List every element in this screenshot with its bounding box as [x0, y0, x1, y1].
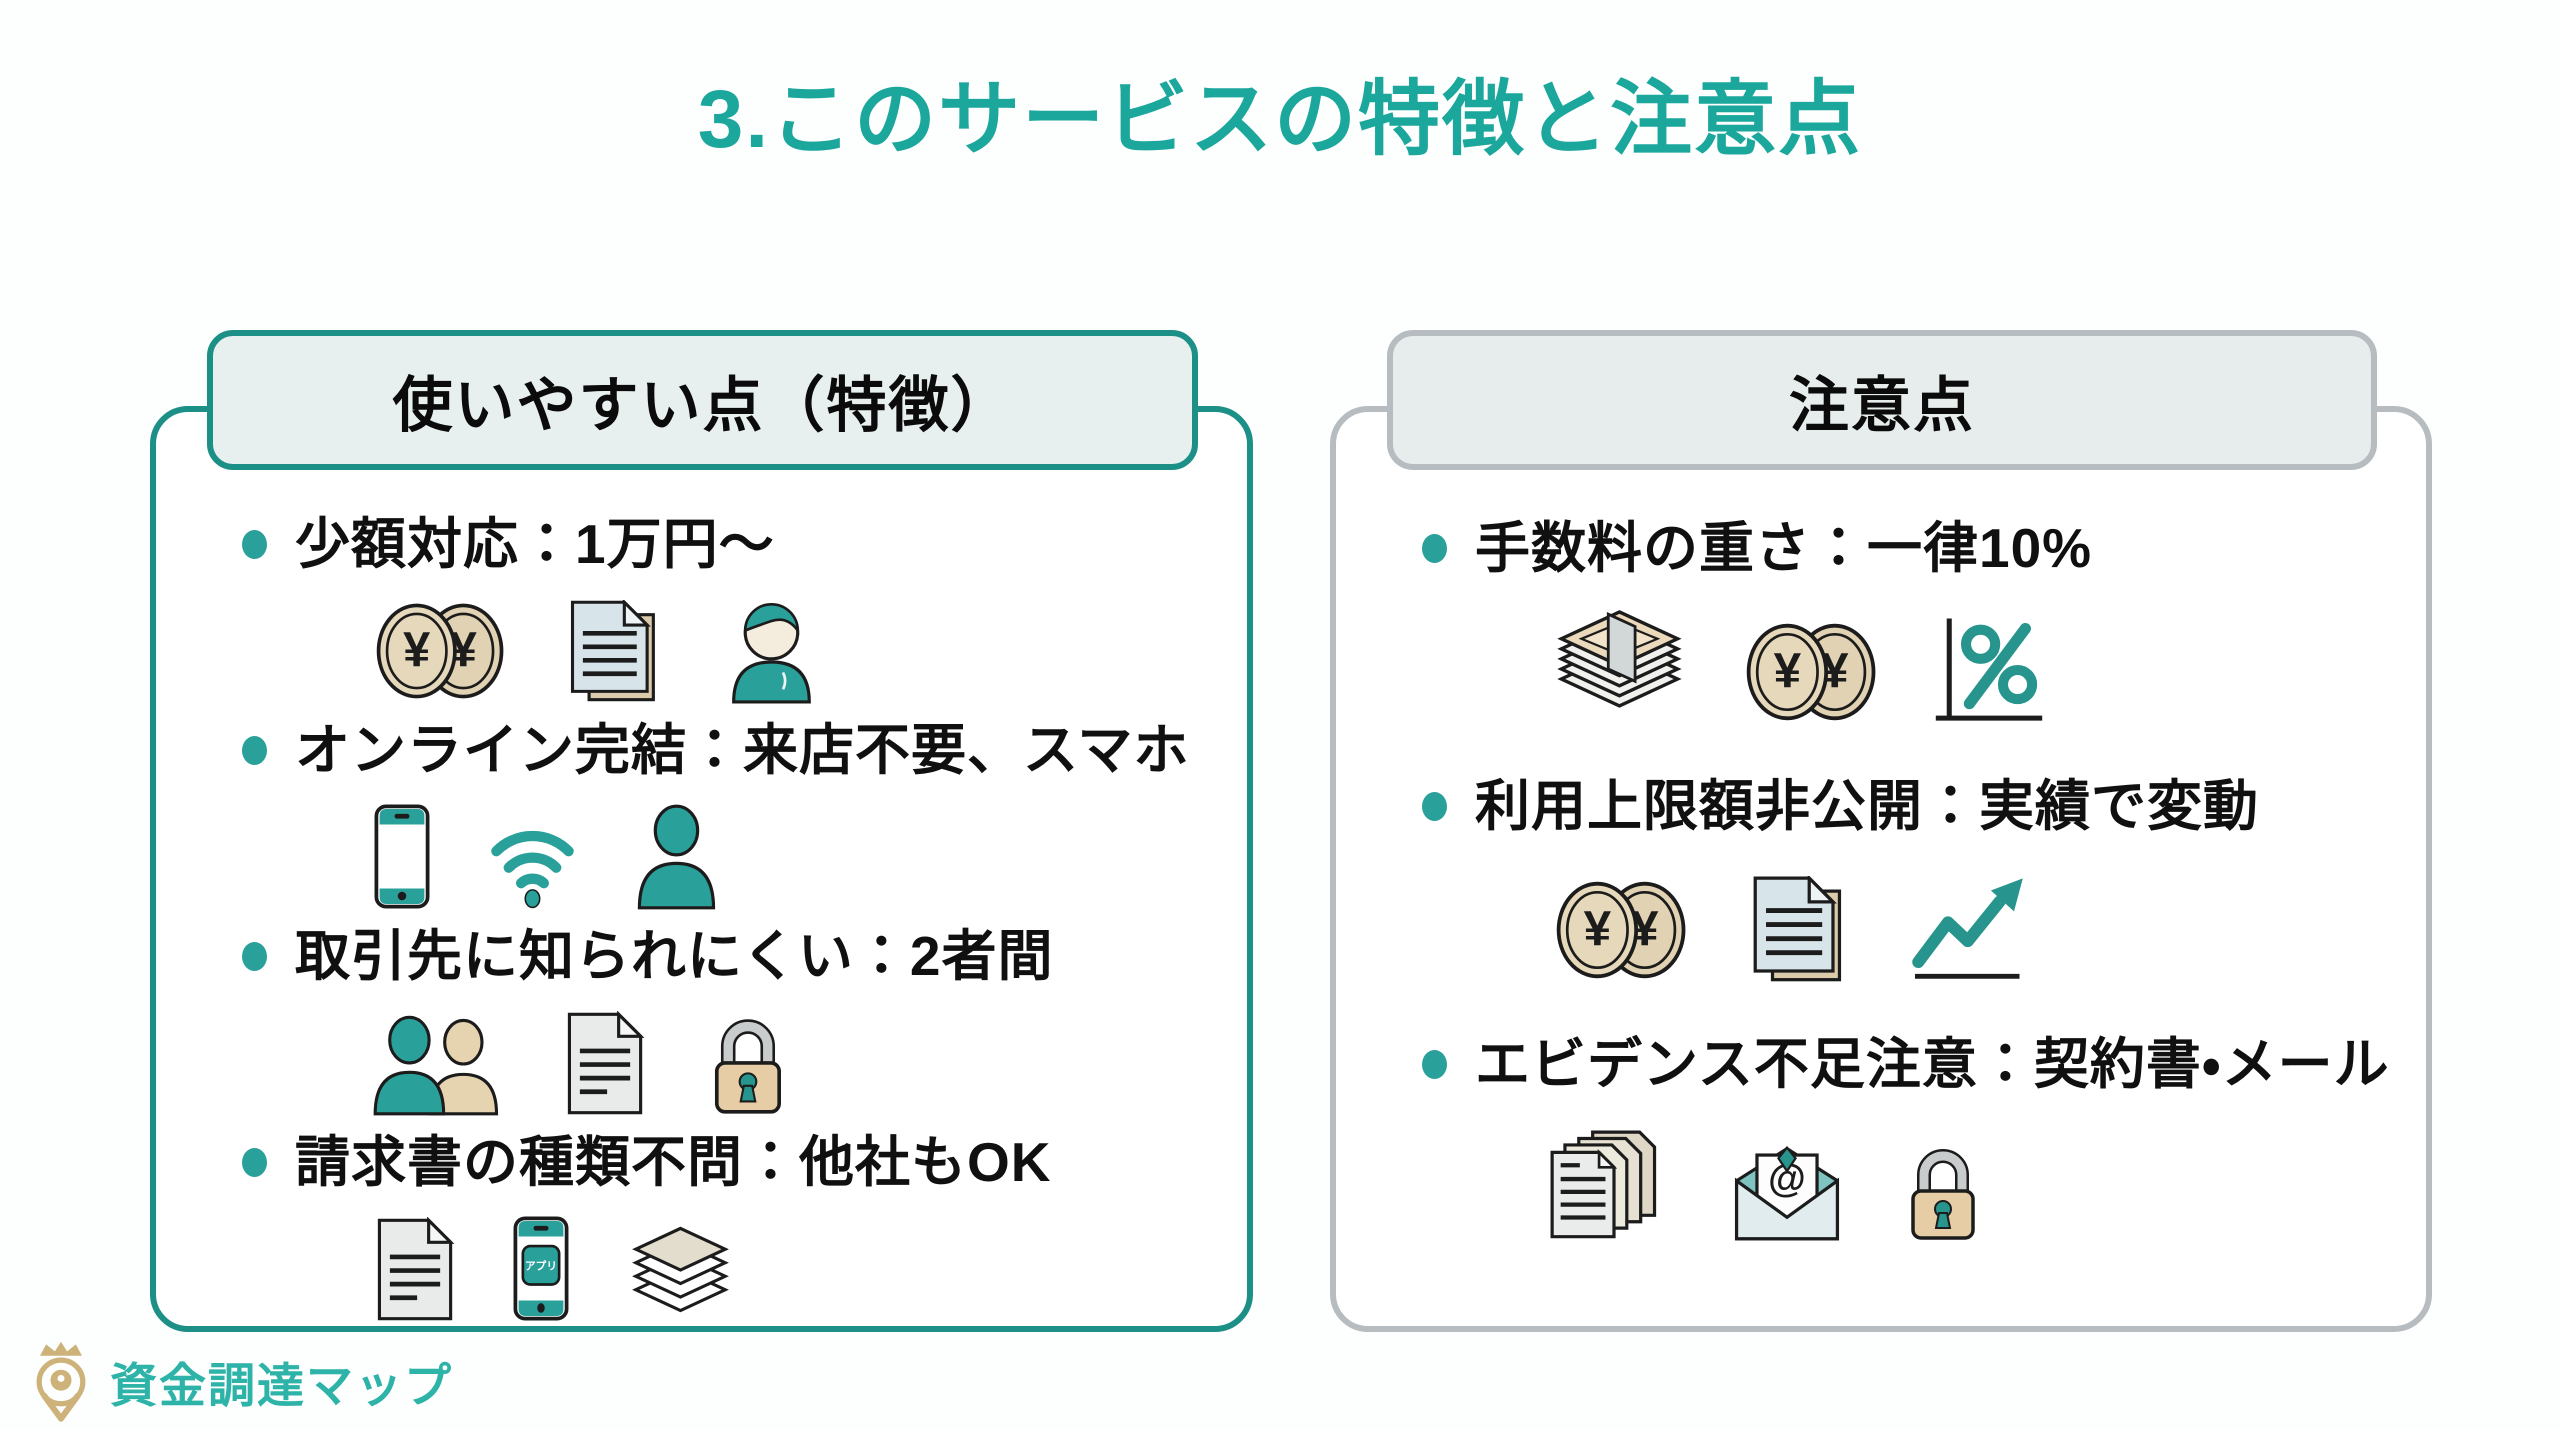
document-icon: [560, 1011, 649, 1116]
caution-item-icons: [1550, 858, 2396, 984]
logo-text: 資金調達マップ: [110, 1359, 453, 1412]
caution-item-text: エビデンス不足注意：契約書・メール: [1475, 1033, 2390, 1095]
bullet-dot: [242, 529, 267, 559]
features-box: 少額対応：1万円〜 オンライン完結：来店不要、スマホ: [150, 406, 1253, 1332]
bullet-dot: [242, 735, 267, 765]
feature-item-icons: [370, 1004, 1217, 1116]
percent-chart-icon: [1930, 614, 2048, 726]
map-pin-crown-icon: [26, 1340, 96, 1423]
feature-item-small-amount: 少額対応：1万円〜: [242, 508, 1217, 704]
caution-item-limit: 利用上限額非公開：実績で変動: [1422, 770, 2396, 984]
cautions-header: 注意点: [1387, 330, 2377, 470]
caution-item-fee: 手数料の重さ：一律10%: [1422, 512, 2396, 726]
smartphone-icon: [370, 803, 434, 910]
person-face-icon: [722, 599, 822, 704]
page-title: 3.このサービスの特徴と注意点: [697, 74, 1863, 165]
lock-icon: [699, 1012, 798, 1116]
features-header-label: 使いやすい点（特徴）: [392, 371, 1013, 439]
feature-item-text: オンライン完結：来店不要、スマホ: [295, 719, 1190, 781]
wifi-icon: [484, 812, 582, 910]
feature-item-online: オンライン完結：来店不要、スマホ: [242, 714, 1217, 910]
documents-icon: [1740, 876, 1859, 984]
caution-item-text: 手数料の重さ：一律10%: [1475, 517, 2093, 579]
cautions-box: 手数料の重さ：一律10% 利用上限額非公開：実績で変動: [1330, 406, 2432, 1332]
caution-item-evidence: エビデンス不足注意：契約書・メール: [1422, 1028, 2396, 1242]
feature-item-text: 取引先に知られにくい：2者間: [295, 925, 1054, 987]
bullet-dot: [242, 941, 267, 971]
bullet-dot: [1422, 1049, 1447, 1079]
feature-item-invoice-type: 請求書の種類不問：他社もOK: [242, 1126, 1217, 1322]
bullet-dot: [1422, 533, 1447, 563]
feature-item-icons: [370, 592, 1217, 704]
yen-coins-icon: [370, 598, 508, 704]
cautions-content: 手数料の重さ：一律10% 利用上限額非公開：実績で変動: [1336, 412, 2426, 1326]
caution-item-text: 利用上限額非公開：実績で変動: [1475, 775, 2260, 837]
feature-item-text: 少額対応：1万円〜: [295, 513, 775, 575]
features-content: 少額対応：1万円〜 オンライン完結：来店不要、スマホ: [156, 412, 1247, 1326]
bullet-dot: [242, 1147, 267, 1177]
document-stack-icon: [1550, 1130, 1678, 1242]
email-icon: [1728, 1140, 1846, 1242]
growth-chart-icon: [1909, 874, 2031, 984]
phone-app-icon: [509, 1215, 573, 1322]
caution-item-icons: [1550, 600, 2396, 726]
panel-features: 使いやすい点（特徴） 少額対応：1万円〜: [150, 330, 1253, 1332]
banknotes-icon: [1550, 603, 1690, 726]
caution-item-icons: [1550, 1116, 2396, 1242]
person-icon: [632, 804, 722, 910]
documents-icon: [558, 600, 672, 704]
feature-item-private: 取引先に知られにくい：2者間: [242, 920, 1217, 1116]
yen-coins-icon: [1550, 876, 1690, 984]
feature-item-text: 請求書の種類不問：他社もOK: [295, 1131, 1052, 1193]
lock-icon: [1896, 1142, 1991, 1242]
site-logo: 資金調達マップ: [26, 1340, 453, 1423]
yen-coins-icon: [1740, 618, 1880, 726]
cautions-header-label: 注意点: [1789, 371, 1975, 439]
two-people-icon: [370, 1012, 510, 1116]
panel-cautions: 注意点 手数料の重さ：一律10%: [1330, 330, 2432, 1332]
layers-icon: [623, 1218, 738, 1322]
feature-item-icons: [370, 798, 1217, 910]
feature-item-icons: [370, 1210, 1217, 1322]
bullet-dot: [1422, 791, 1447, 821]
document-icon: [370, 1217, 459, 1322]
features-header: 使いやすい点（特徴）: [207, 330, 1198, 470]
